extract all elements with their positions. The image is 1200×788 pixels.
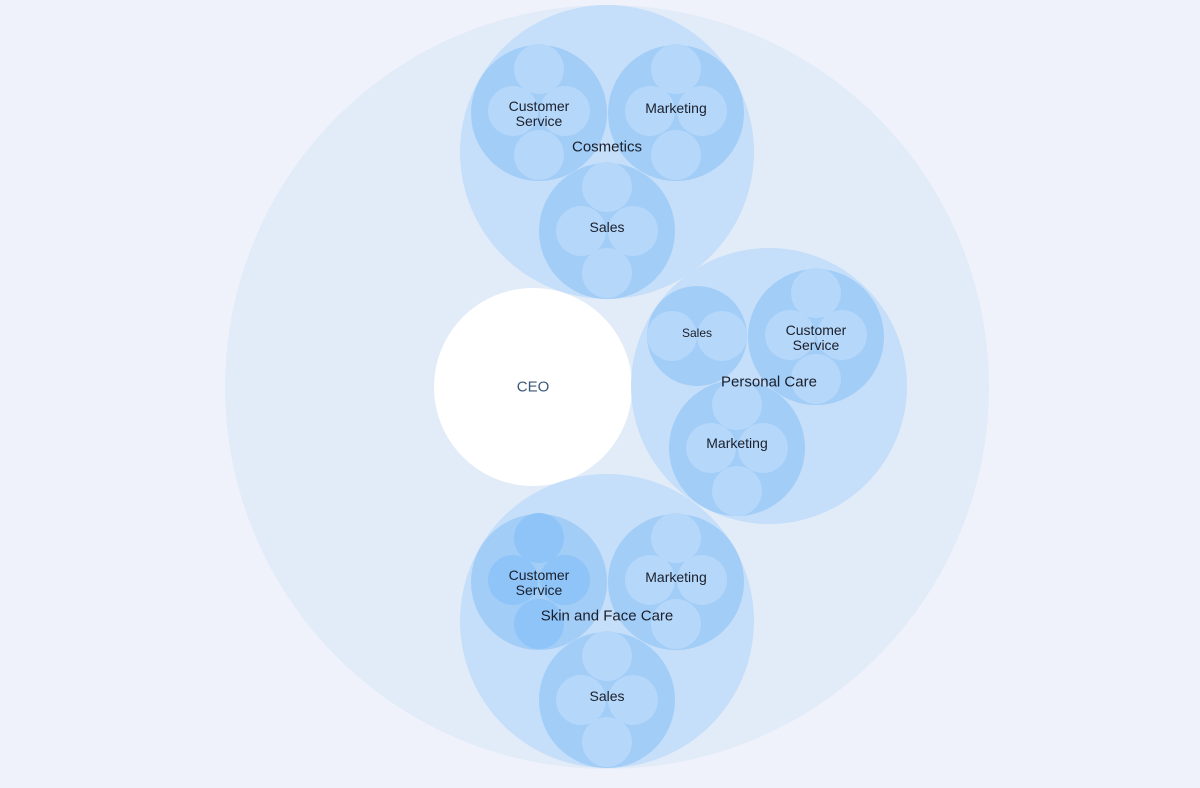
member-circle[interactable] [514, 130, 564, 180]
member-circle[interactable] [488, 86, 538, 136]
team-label-line-2: Service [793, 337, 840, 353]
team-skin-customer-service[interactable]: Customer Service [471, 513, 607, 650]
team-label-line-1: Customer [509, 567, 570, 583]
member-circle[interactable] [514, 44, 564, 94]
member-circle[interactable] [791, 268, 841, 318]
team-circle[interactable] [539, 632, 675, 768]
member-circle[interactable] [582, 248, 632, 298]
member-circle[interactable] [540, 555, 590, 605]
member-circle[interactable] [738, 423, 788, 473]
team-label: Sales [682, 326, 712, 340]
team-cosmetics-sales[interactable]: Sales [539, 162, 675, 299]
ceo-node[interactable]: CEO [434, 288, 632, 486]
member-circle[interactable] [514, 513, 564, 563]
team-label: Marketing [645, 569, 706, 585]
team-label: Marketing [645, 100, 706, 116]
member-circle[interactable] [686, 423, 736, 473]
team-personal-care-customer-service[interactable]: Customer Service [748, 268, 884, 405]
team-label: Marketing [706, 435, 767, 451]
department-skin-and-face-care[interactable]: Customer Service Marketing Sales Skin an… [460, 474, 754, 768]
member-circle[interactable] [651, 44, 701, 94]
department-cosmetics[interactable]: Customer Service Marketing Sales Cosmeti… [460, 5, 754, 299]
team-circle[interactable] [471, 514, 607, 650]
member-circle[interactable] [677, 555, 727, 605]
team-circle[interactable] [539, 163, 675, 299]
team-label: Sales [589, 219, 624, 235]
team-label-line-2: Service [516, 582, 563, 598]
team-label-line-2: Service [516, 113, 563, 129]
department-label: Cosmetics [572, 139, 642, 156]
member-circle[interactable] [625, 86, 675, 136]
member-circle[interactable] [608, 675, 658, 725]
member-circle[interactable] [514, 599, 564, 649]
member-circle[interactable] [712, 380, 762, 430]
member-circle[interactable] [791, 354, 841, 404]
member-circle[interactable] [625, 555, 675, 605]
member-circle[interactable] [488, 555, 538, 605]
team-circle[interactable] [748, 269, 884, 405]
member-circle[interactable] [608, 206, 658, 256]
member-circle[interactable] [651, 599, 701, 649]
team-cosmetics-marketing[interactable]: Marketing [608, 44, 744, 181]
member-circle[interactable] [556, 675, 606, 725]
department-personal-care[interactable]: Sales Customer Service Marketing Persona… [631, 248, 907, 524]
team-circle[interactable] [669, 380, 805, 516]
ceo-label: CEO [517, 379, 550, 396]
member-circle[interactable] [765, 310, 815, 360]
department-label: Skin and Face Care [541, 608, 674, 625]
member-circle[interactable] [582, 631, 632, 681]
member-circle[interactable] [712, 466, 762, 516]
member-circle[interactable] [697, 311, 747, 361]
member-circle[interactable] [582, 717, 632, 767]
team-label: Sales [589, 688, 624, 704]
team-label-line-1: Customer [509, 98, 570, 114]
team-skin-marketing[interactable]: Marketing [608, 513, 744, 650]
team-skin-sales[interactable]: Sales [539, 631, 675, 768]
team-personal-care-sales[interactable]: Sales [647, 286, 747, 386]
member-circle[interactable] [582, 162, 632, 212]
team-circle[interactable] [608, 45, 744, 181]
member-circle[interactable] [677, 86, 727, 136]
member-circle[interactable] [540, 86, 590, 136]
member-circle[interactable] [647, 311, 697, 361]
team-cosmetics-customer-service[interactable]: Customer Service [471, 44, 607, 181]
member-circle[interactable] [817, 310, 867, 360]
member-circle[interactable] [651, 130, 701, 180]
team-personal-care-marketing[interactable]: Marketing [669, 380, 805, 516]
member-circle[interactable] [651, 513, 701, 563]
team-label-line-1: Customer [786, 322, 847, 338]
member-circle[interactable] [556, 206, 606, 256]
ceo-circle[interactable] [434, 288, 632, 486]
team-circle[interactable] [471, 45, 607, 181]
team-circle[interactable] [608, 514, 744, 650]
department-label: Personal Care [721, 374, 817, 391]
